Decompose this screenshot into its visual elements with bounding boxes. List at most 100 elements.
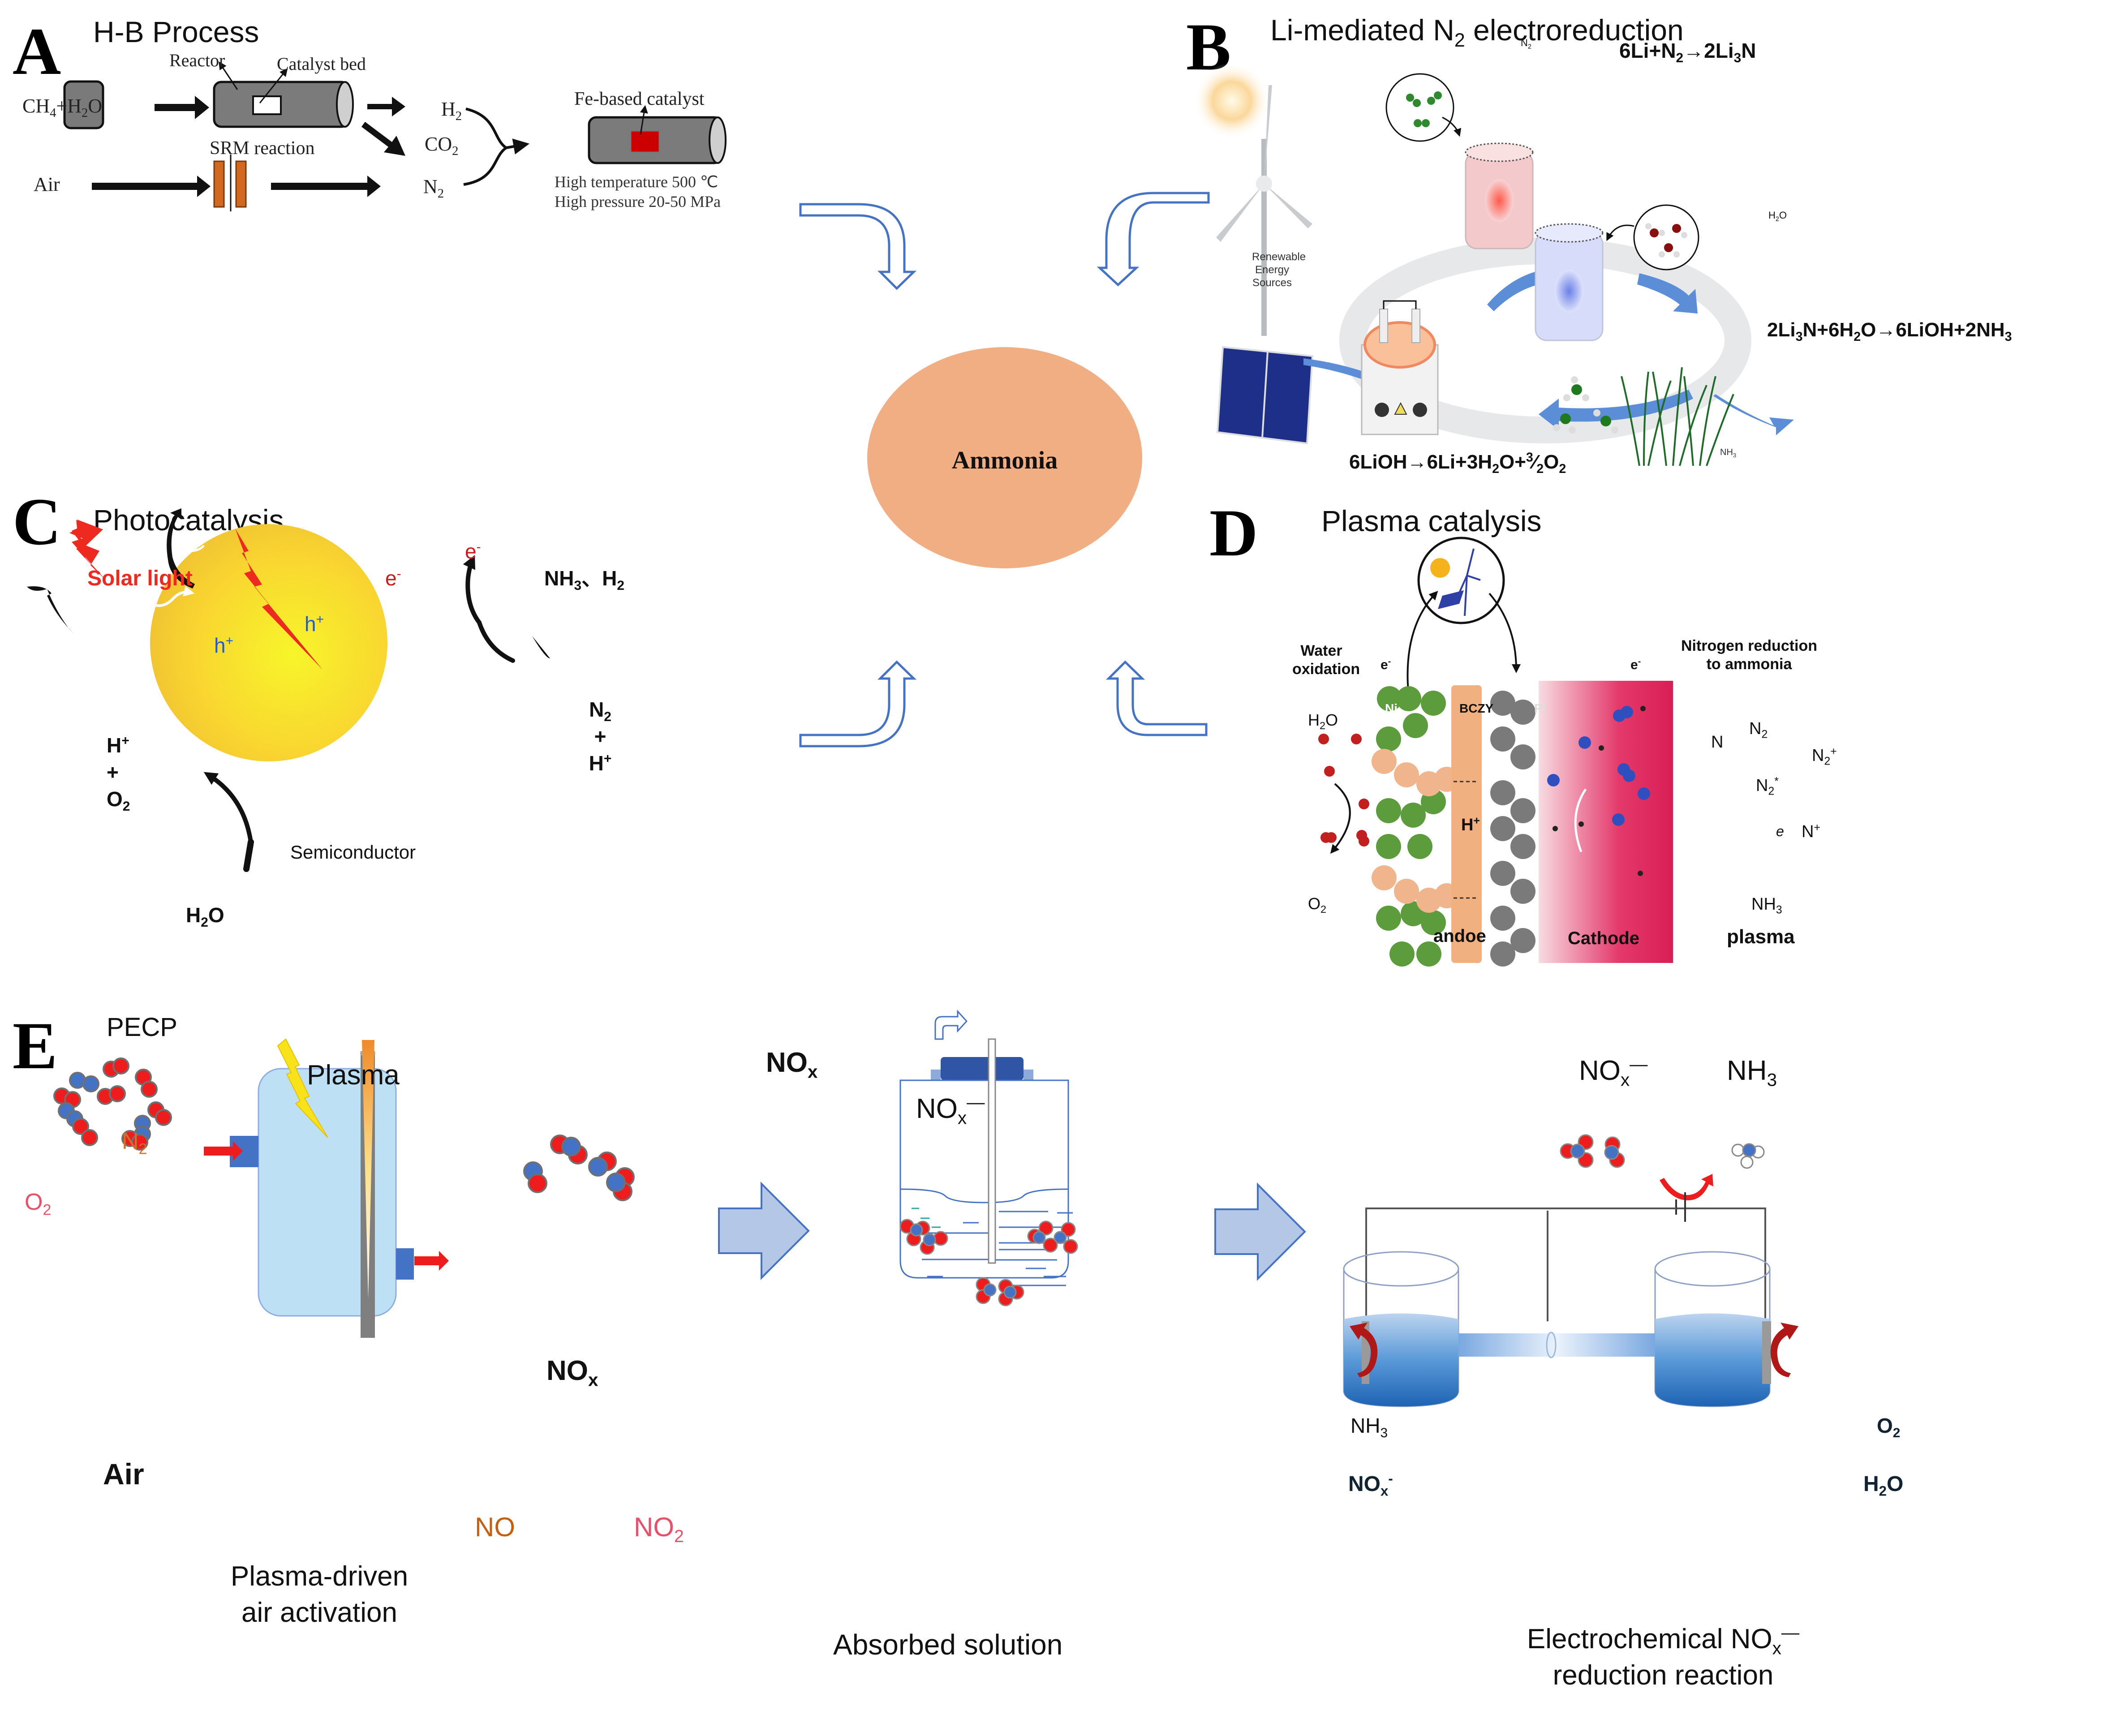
label-pt: Pt bbox=[1534, 701, 1547, 715]
bczy-electrolyte bbox=[1451, 685, 1482, 963]
sun-icon bbox=[1194, 63, 1270, 139]
label-n2: N2 bbox=[423, 176, 444, 201]
cathode-pt-particles bbox=[1490, 691, 1535, 967]
label-e-inner: e- bbox=[385, 566, 401, 590]
srm-reactor-cap bbox=[336, 81, 354, 128]
label-e-left: e- bbox=[1381, 657, 1391, 672]
label-products-left: H++O2 bbox=[107, 733, 130, 814]
solar-lightning-icon bbox=[235, 529, 323, 670]
outflow-arrow bbox=[934, 1010, 968, 1040]
wind-turbine-icon bbox=[1216, 85, 1312, 336]
panel-letter-d: D bbox=[1209, 496, 1258, 570]
label-bczy: BCZY bbox=[1459, 701, 1494, 715]
label-ni: Ni bbox=[1385, 701, 1398, 715]
srm-reactor-icon bbox=[63, 80, 104, 129]
outlet-port bbox=[396, 1248, 414, 1280]
jar-lid bbox=[941, 1057, 1024, 1080]
lightning-bolt bbox=[72, 520, 105, 580]
label-h2: H2 bbox=[441, 98, 462, 123]
panel-letter-e: E bbox=[13, 1009, 58, 1083]
label-h2o-c: H2O bbox=[186, 903, 224, 930]
separator-plate-2 bbox=[235, 160, 247, 208]
top-molecules bbox=[1560, 1134, 1765, 1169]
label-air: Air bbox=[34, 173, 60, 195]
label-nox-in: NOx bbox=[766, 1047, 818, 1082]
label-srm: SRM reaction bbox=[210, 138, 315, 159]
liquid-surface bbox=[900, 1188, 1069, 1203]
energy-arrow bbox=[1303, 358, 1384, 387]
n2-bubble-icon bbox=[1385, 73, 1462, 142]
process-arrow-2 bbox=[1214, 1182, 1306, 1281]
hydrolysis-reactor-icon bbox=[1535, 223, 1604, 341]
label-top-nox: NOx— bbox=[1579, 1054, 1648, 1090]
equation-regeneration: 6LiOH→6Li+3H2O+3⁄2O2 bbox=[1349, 450, 1566, 476]
arrow-from-d bbox=[1105, 660, 1208, 736]
pecp-diagram bbox=[53, 1010, 1798, 1407]
cycle-arrow bbox=[1713, 394, 1794, 435]
label-n: N bbox=[1711, 733, 1724, 752]
panel-title-d: Plasma catalysis bbox=[1321, 504, 1542, 537]
label-high-temp: High temperature 500 ℃ bbox=[555, 173, 718, 191]
label-nitrogen-reduction: Nitrogen reduction to ammonia bbox=[1681, 637, 1818, 673]
plasma-catalysis-diagram bbox=[1318, 537, 1673, 967]
label-n2-bubble: N2 bbox=[1521, 37, 1531, 51]
label-top-nh3: NH3 bbox=[1727, 1055, 1777, 1090]
label-step3: Electrochemical NOx—reduction reaction bbox=[1527, 1622, 1800, 1691]
label-h-plus-d: H+ bbox=[1461, 815, 1480, 834]
catalyst-bed-box bbox=[252, 95, 282, 115]
label-products-top: NH3、H2 bbox=[544, 567, 624, 593]
photocatalysis-diagram bbox=[27, 508, 387, 761]
label-cell-o2: O2 bbox=[1877, 1414, 1901, 1441]
label-n2-plus: N2+ bbox=[1812, 745, 1837, 768]
air-molecules bbox=[53, 1057, 172, 1151]
air-arrow-1 bbox=[92, 176, 211, 197]
hb-process-diagram bbox=[63, 80, 104, 129]
plants-icon bbox=[1621, 367, 1734, 466]
equation-hydrolysis: 2Li3N+6H2O→6LiOH+2NH3 bbox=[1767, 319, 2012, 344]
dissolved-nox-molecules bbox=[899, 1219, 1078, 1306]
reduction-arrow bbox=[167, 508, 195, 589]
label-n2-e: N2 bbox=[122, 1128, 147, 1158]
cycle-arrow bbox=[1637, 273, 1698, 314]
label-n-plus: N+ bbox=[1802, 821, 1820, 841]
h2o-bubble-icon bbox=[1606, 204, 1699, 271]
label-nox-out: NOx bbox=[546, 1355, 598, 1390]
separator-plate-1 bbox=[213, 160, 225, 208]
inlet-arrow bbox=[204, 1141, 243, 1161]
renewable-energy-circle bbox=[1417, 537, 1505, 624]
label-reactor: Reactor bbox=[169, 50, 225, 70]
reduction-arrow bbox=[1350, 1323, 1378, 1377]
label-cathode: Cathode bbox=[1568, 928, 1639, 948]
solar-panel-icon bbox=[1216, 346, 1314, 445]
salt-bridge bbox=[1458, 1333, 1655, 1357]
label-h-inner: h+ bbox=[305, 612, 324, 636]
anode-interface-particles bbox=[1372, 749, 1459, 913]
equation-nitridation: 6Li+N2→2Li3N bbox=[1619, 39, 1756, 66]
arrow-from-b bbox=[1097, 192, 1210, 287]
feed-arrow bbox=[155, 96, 209, 119]
label-fe-catalyst: Fe-based catalyst bbox=[574, 89, 705, 109]
label-high-pressure: High pressure 20-50 MPa bbox=[555, 193, 721, 211]
label-plasma-e: Plasma bbox=[307, 1060, 400, 1091]
fe-reactor-cap bbox=[709, 116, 727, 164]
label-cell-h2o: H2O bbox=[1863, 1472, 1904, 1499]
arrow-from-a bbox=[799, 203, 917, 290]
nh3-molecules-icon bbox=[1553, 376, 1618, 434]
plasma-region bbox=[1539, 681, 1673, 963]
air-arrow-2 bbox=[271, 176, 381, 197]
plasma-flame bbox=[362, 1040, 374, 1299]
cycle-arrow bbox=[1539, 390, 1693, 430]
label-cell-nox: NOx- bbox=[1348, 1471, 1393, 1499]
label-n2-star: N2* bbox=[1756, 775, 1779, 798]
label-plasma-d: plasma bbox=[1727, 926, 1795, 948]
ammonia-label: Ammonia bbox=[951, 447, 1058, 474]
semiconductor-sphere bbox=[150, 524, 387, 761]
label-water-oxidation: Water oxidation bbox=[1292, 642, 1360, 678]
process-arrow-1 bbox=[718, 1182, 810, 1280]
label-semiconductor: Semiconductor bbox=[290, 842, 416, 863]
label-step2: Absorbed solution bbox=[833, 1629, 1063, 1661]
oxidation-arrow bbox=[1770, 1323, 1798, 1377]
panel-title-b: Li-mediated N2 electroreduction bbox=[1270, 13, 1684, 52]
